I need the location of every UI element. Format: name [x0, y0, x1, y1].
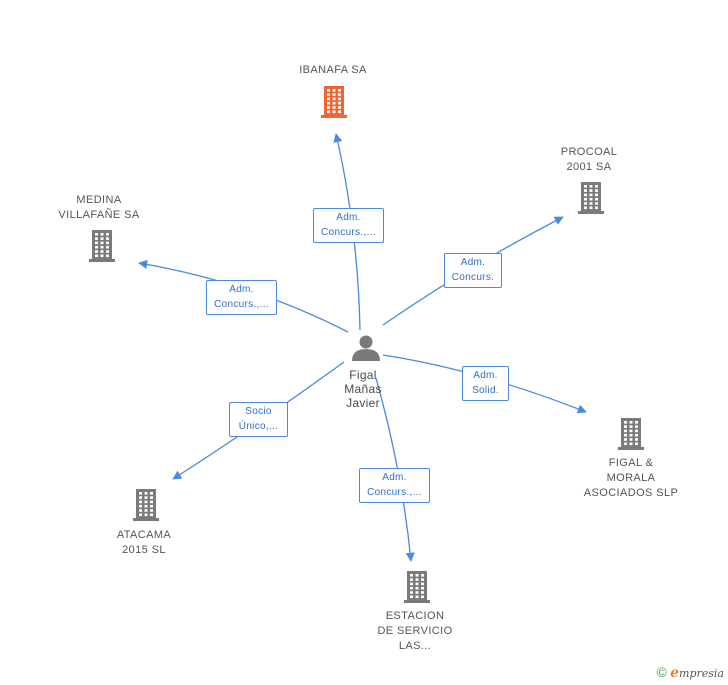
- logo-text: mpresia: [679, 667, 724, 680]
- edge-label-atacama-line: Único,...: [238, 421, 279, 432]
- edge-label-ibanafa[interactable]: Adm. Concurs.,...: [313, 208, 384, 243]
- node-label-estacion-line: DE SERVICIO: [377, 625, 453, 637]
- building-icon[interactable]: [404, 571, 430, 603]
- node-label-atacama: ATACAMA 2015 SL: [84, 528, 204, 558]
- edge-label-atacama-line: Socio: [245, 406, 272, 417]
- node-label-medina-line: VILLAFAÑE SA: [58, 209, 140, 221]
- node-label-figal-line: ASOCIADOS SLP: [583, 487, 679, 499]
- edge-label-medina-line: Concurs.,...: [214, 299, 269, 310]
- edge-label-estacion-line: Adm.: [382, 472, 407, 483]
- edge-label-ibanafa-line: Adm.: [336, 212, 361, 223]
- edge-label-estacion[interactable]: Adm. Concurs.,...: [359, 468, 430, 503]
- node-label-estacion-line: ESTACION: [385, 610, 445, 622]
- center-person-label-line: Mañas: [344, 382, 382, 396]
- node-label-procoal-line: 2001 SA: [566, 161, 612, 173]
- building-icon[interactable]: [321, 86, 347, 118]
- logo-initial: e: [670, 665, 680, 681]
- node-label-atacama-line: ATACAMA: [116, 529, 172, 541]
- building-icon[interactable]: [578, 182, 604, 214]
- node-label-estacion: ESTACION DE SERVICIO LAS...: [355, 609, 475, 654]
- edge-label-figal-line: Solid.: [472, 385, 499, 396]
- edge-label-ibanafa-line: Concurs.,...: [321, 227, 376, 238]
- edge-label-procoal[interactable]: Adm. Concurs.: [444, 253, 502, 288]
- node-label-atacama-line: 2015 SL: [122, 544, 166, 556]
- center-person-label-line: Figal: [349, 368, 377, 382]
- building-icon[interactable]: [89, 230, 115, 262]
- icons-layer: [89, 86, 644, 603]
- node-label-ibanafa: IBANAFA SA: [273, 63, 393, 78]
- building-icon[interactable]: [133, 489, 159, 521]
- edge-label-figal-line: Adm.: [473, 370, 498, 381]
- node-label-ibanafa-line: IBANAFA SA: [299, 64, 367, 76]
- node-label-estacion-line: LAS...: [398, 640, 432, 652]
- node-label-figal-line: MORALA: [606, 472, 656, 484]
- empresia-logo[interactable]: empresia: [670, 665, 724, 681]
- node-label-procoal-line: PROCOAL: [560, 146, 618, 158]
- center-person-label-line: Javier: [346, 396, 380, 410]
- edge-label-medina[interactable]: Adm. Concurs.,...: [206, 280, 277, 315]
- edge-label-procoal-line: Adm.: [460, 257, 486, 268]
- edge-label-procoal-line: Concurs.: [451, 272, 495, 283]
- person-icon[interactable]: [352, 335, 380, 362]
- node-label-medina-line: MEDINA: [76, 194, 122, 206]
- edge-label-figal[interactable]: Adm. Solid.: [462, 366, 509, 401]
- node-label-figal: FIGAL & MORALA ASOCIADOS SLP: [571, 456, 691, 501]
- node-label-procoal: PROCOAL 2001 SA: [529, 145, 649, 175]
- node-label-medina: MEDINA VILLAFAÑE SA: [39, 193, 159, 223]
- edge-label-estacion-line: Concurs.,...: [367, 487, 422, 498]
- edge-label-medina-line: Adm.: [229, 284, 254, 295]
- building-icon[interactable]: [618, 418, 644, 450]
- node-label-figal-line: FIGAL &: [608, 457, 654, 469]
- footer-brand: © empresia: [656, 664, 724, 681]
- copyright-symbol: ©: [656, 664, 667, 680]
